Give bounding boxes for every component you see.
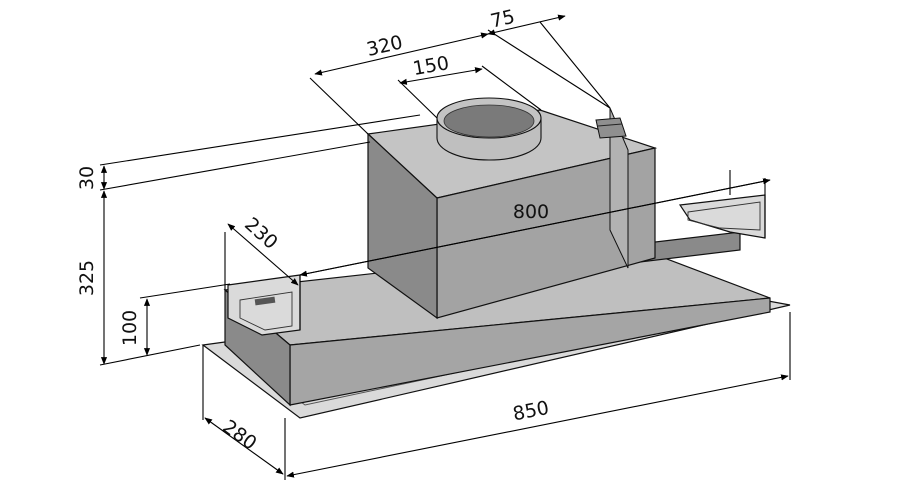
label-320: 320 (365, 31, 405, 61)
left-bracket (227, 274, 301, 336)
label-280: 280 (218, 416, 260, 455)
dim-line-75 (487, 14, 566, 36)
dim-line-850 (286, 374, 789, 478)
label-230: 230 (240, 213, 282, 254)
label-100: 100 (119, 310, 141, 346)
dim-line-150 (399, 67, 483, 85)
dim-line-800 (299, 178, 771, 277)
label-30: 30 (76, 166, 98, 190)
label-325: 325 (76, 260, 98, 296)
label-850: 850 (511, 397, 551, 426)
label-800: 800 (513, 201, 549, 223)
right-bracket (678, 170, 766, 239)
dim-line-230 (227, 223, 299, 286)
dim-line-280 (204, 417, 284, 475)
dim-line-320 (314, 32, 489, 76)
dimension-lines (100, 14, 789, 478)
label-75: 75 (488, 6, 517, 33)
duct-collar (436, 97, 542, 161)
